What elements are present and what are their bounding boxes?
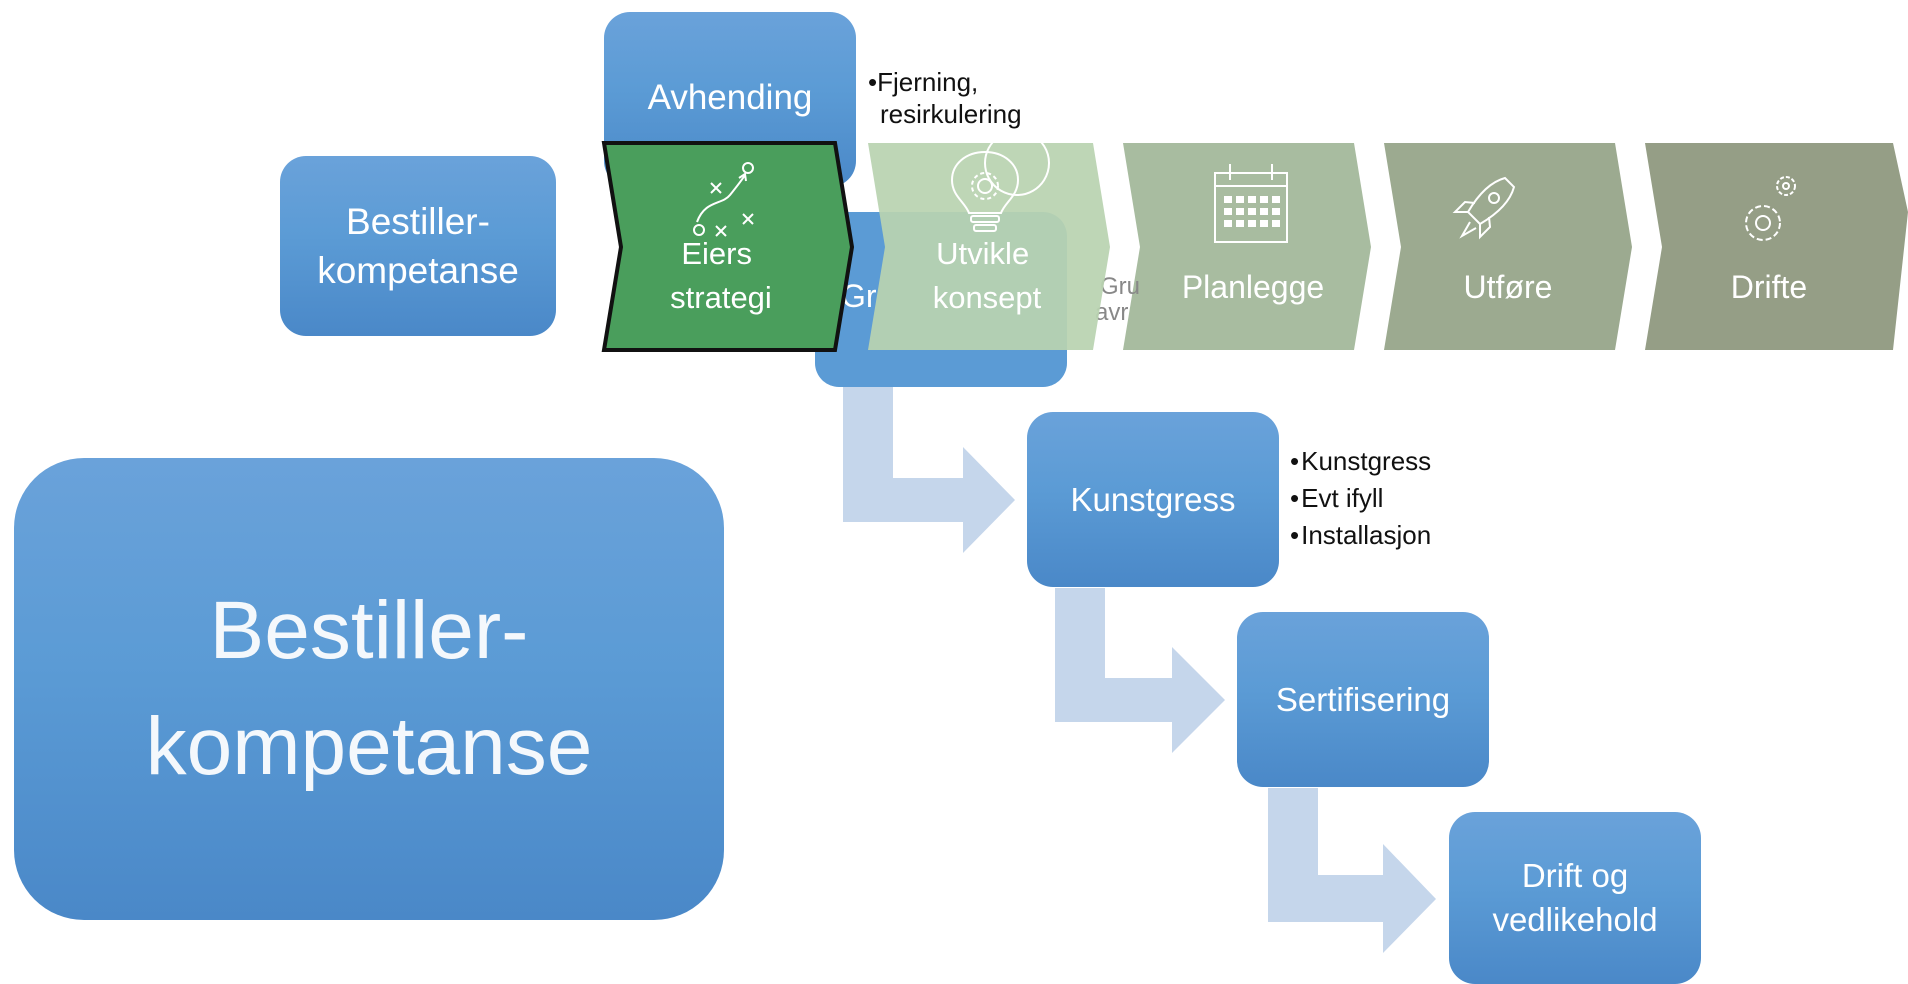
step-label-utfore: Utføre — [1464, 269, 1553, 305]
avhending-note-1: •Fjerning, — [868, 67, 979, 97]
flow-arrow-1 — [843, 387, 1015, 553]
kunstgress-notes: Kunstgress Evt ifyll Installasjon — [1290, 443, 1431, 554]
flow-arrow-2 — [1055, 588, 1225, 753]
kunstgress-note-3: Installasjon — [1290, 517, 1431, 554]
big-bestiller-box: Bestiller-kompetanse — [14, 458, 724, 920]
sertifisering-label: Sertifisering — [1275, 680, 1451, 718]
kunstgress-label: Kunstgress — [1070, 480, 1236, 518]
step-label-drifte: Drifte — [1731, 269, 1807, 305]
kunstgress-box: Kunstgress — [1027, 412, 1279, 587]
chevron-eiers-strategi — [601, 141, 855, 352]
drift-vedlikehold-box: Drift og vedlikehold — [1449, 812, 1701, 984]
hidden-text-gru: Gru — [1100, 273, 1140, 300]
step-label-utvikle: Utvikle konsept — [933, 236, 1042, 315]
big-bestiller-label: Bestiller-kompetanse — [145, 585, 593, 792]
chevron-utvikle-konsept — [868, 143, 1110, 350]
avhending-notes: •Fjerning, resirkulering — [868, 66, 1022, 130]
chevron-planlegge — [1123, 143, 1371, 350]
flow-arrow-3 — [1268, 788, 1436, 953]
drift-vedlikehold-label: Drift og vedlikehold — [1492, 857, 1658, 938]
step-label-planlegge: Planlegge — [1182, 269, 1324, 305]
calendar-icon — [1214, 164, 1288, 243]
avhending-note-2: resirkulering — [880, 99, 1022, 129]
step-label-eiers: Eiers strategi — [670, 236, 772, 315]
process-chevrons — [1123, 143, 1908, 350]
sertifisering-box: Sertifisering — [1237, 612, 1489, 787]
strategy-play-icon — [693, 162, 754, 237]
lightbulb-gear-icon — [950, 130, 1050, 232]
gears-icon — [1745, 176, 1796, 241]
kunstgress-note-1: Kunstgress — [1290, 443, 1431, 480]
chevron-drifte — [1645, 143, 1908, 350]
left-bestiller-box: Bestiller-kompetanse — [280, 156, 556, 336]
kunstgress-note-2: Evt ifyll — [1290, 480, 1431, 517]
left-bestiller-label: Bestiller-kompetanse — [317, 201, 519, 291]
chevron-utfore — [1384, 143, 1632, 350]
rocket-icon — [1452, 176, 1516, 240]
